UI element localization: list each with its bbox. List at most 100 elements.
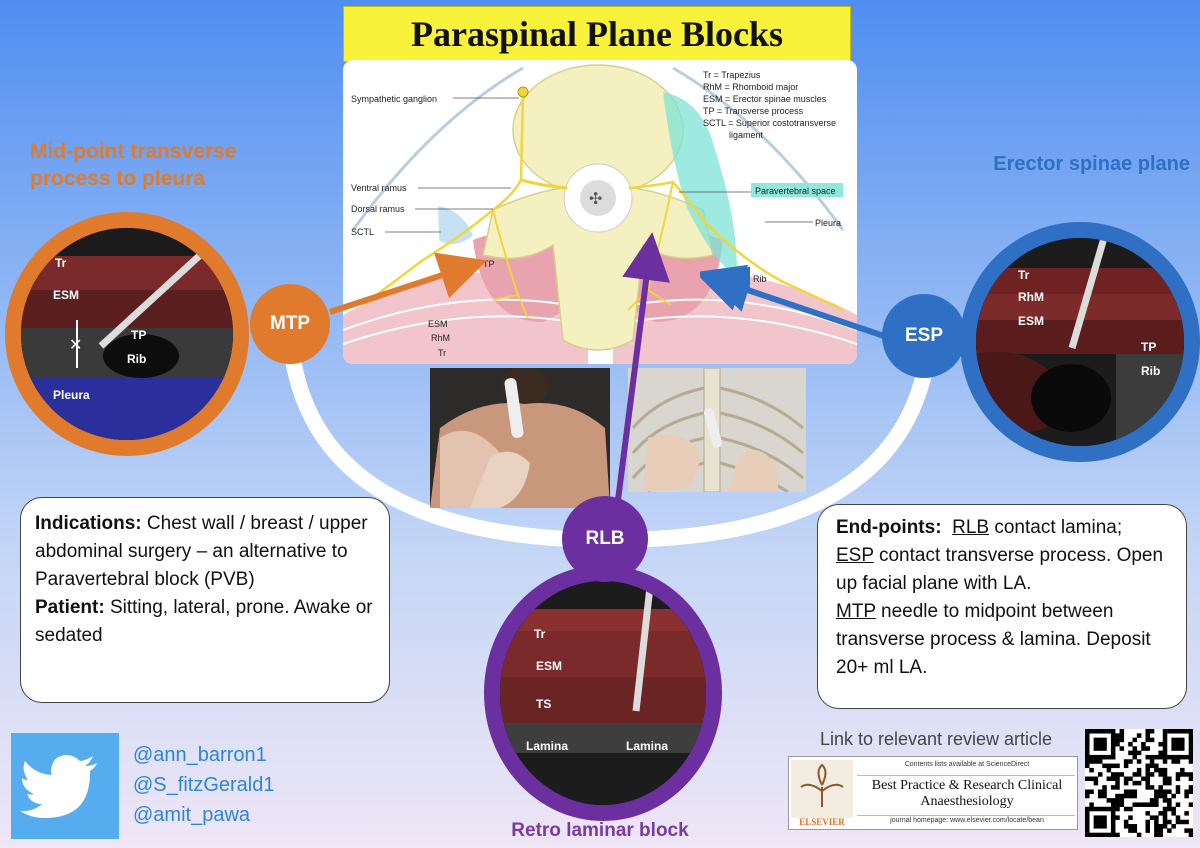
qr-code-icon[interactable] [1085, 729, 1194, 838]
patient-label: Patient: [35, 597, 105, 618]
qr-module [1154, 824, 1159, 829]
qr-module [1145, 763, 1150, 769]
mtp-us-tp: TP [131, 328, 147, 342]
qr-module [1106, 767, 1112, 773]
rlb-badge: RLB [562, 496, 648, 582]
qr-module [1093, 746, 1099, 751]
qr-module [1158, 772, 1163, 777]
qr-module [1115, 772, 1120, 777]
indications-box: Indications: Chest wall / breast / upper… [20, 497, 390, 703]
qr-module [1162, 793, 1168, 799]
qr-module [1188, 759, 1194, 764]
qr-module [1102, 729, 1107, 734]
qr-module [1089, 806, 1094, 812]
qr-module [1154, 767, 1159, 773]
paravertebral-highlight [751, 183, 843, 197]
qr-module [1175, 759, 1181, 764]
qr-module [1188, 776, 1194, 782]
qr-module [1110, 806, 1116, 812]
qr-module [1175, 741, 1181, 747]
review-article-link[interactable]: Link to relevant review article [819, 729, 1053, 749]
qr-module [1085, 729, 1090, 734]
qr-module [1184, 819, 1189, 825]
qr-module [1110, 811, 1116, 816]
qr-module [1110, 824, 1116, 829]
mtp-arrow [329, 252, 488, 315]
qr-module [1188, 789, 1194, 794]
qr-module [1093, 754, 1099, 760]
qr-module [1145, 767, 1150, 773]
qr-module [1097, 729, 1103, 734]
esp-us-rhm: RhM [1018, 290, 1044, 304]
qr-module [1184, 789, 1189, 794]
qr-module [1154, 789, 1159, 794]
qr-module [1128, 793, 1133, 799]
qr-module [1115, 737, 1120, 743]
qr-module [1149, 737, 1155, 743]
endpoints-mtp-text: needle to midpoint between transverse pr… [836, 601, 1151, 678]
qr-module [1110, 832, 1116, 838]
rlb-us-lamina-right: Lamina [626, 739, 669, 753]
key-line-1: Tr = Trapezius [703, 70, 761, 80]
qr-module [1110, 785, 1116, 790]
qr-module [1085, 776, 1090, 782]
qr-module [1149, 815, 1155, 820]
qr-module [1158, 767, 1163, 773]
qr-module [1136, 733, 1142, 738]
qr-module [1188, 832, 1194, 838]
qr-module [1154, 815, 1159, 820]
rlb-ultrasound: Tr ESM TS Lamina Lamina [484, 565, 722, 821]
qr-module [1089, 776, 1094, 782]
handle-ann-barron[interactable]: @ann_barron1 [133, 744, 267, 766]
journal-title-2: Anaesthesiology [920, 794, 1014, 809]
qr-module [1162, 754, 1168, 760]
endpoints-box: End-points: RLB contact lamina; ESP cont… [817, 504, 1187, 709]
qr-module [1085, 759, 1090, 764]
qr-module [1162, 733, 1168, 738]
qr-module [1175, 776, 1181, 782]
journal-banner[interactable]: Contents lists available at ScienceDirec… [788, 756, 1078, 830]
label-ventral-ramus: Ventral ramus [351, 183, 407, 193]
qr-module [1180, 772, 1185, 777]
endpoints-rlb: RLB [952, 517, 990, 538]
qr-module [1158, 754, 1163, 760]
qr-module [1102, 785, 1107, 790]
qr-module [1089, 754, 1094, 760]
esp-heading: Erector spinae plane [993, 153, 1190, 175]
qr-module [1093, 741, 1099, 747]
qr-module [1115, 763, 1120, 769]
qr-module [1149, 785, 1155, 790]
qr-module [1145, 780, 1150, 786]
qr-module [1110, 763, 1116, 769]
handle-amit-pawa[interactable]: @amit_pawa [133, 804, 251, 826]
qr-module [1154, 793, 1159, 799]
qr-module [1119, 733, 1125, 738]
qr-module [1085, 824, 1090, 829]
journal-title-1: Best Practice & Research Clinical [871, 778, 1063, 793]
qr-module [1085, 815, 1090, 820]
qr-module [1184, 729, 1189, 734]
endpoints-mtp: MTP [836, 601, 876, 622]
qr-module [1123, 793, 1129, 799]
qr-module [1102, 789, 1107, 794]
esp-badge: ESP [882, 294, 966, 378]
twitter-bird-icon[interactable] [11, 733, 119, 839]
qr-module [1115, 780, 1120, 786]
qr-module [1089, 802, 1094, 807]
qr-module [1162, 772, 1168, 777]
qr-module [1085, 793, 1090, 799]
qr-module [1123, 776, 1129, 782]
qr-module [1145, 746, 1150, 751]
qr-module [1123, 763, 1129, 769]
qr-module [1123, 759, 1129, 764]
qr-module [1106, 776, 1112, 782]
qr-module [1149, 729, 1155, 734]
qr-module [1128, 741, 1133, 747]
qr-module [1085, 754, 1090, 760]
qr-module [1110, 737, 1116, 743]
qr-module [1145, 776, 1150, 782]
mtp-badge: MTP [250, 284, 330, 364]
key-line-2: RhM = Rhomboid major [703, 82, 798, 92]
qr-module [1141, 741, 1146, 747]
handle-s-fitzgerald[interactable]: @S_fitzGerald1 [133, 774, 275, 796]
